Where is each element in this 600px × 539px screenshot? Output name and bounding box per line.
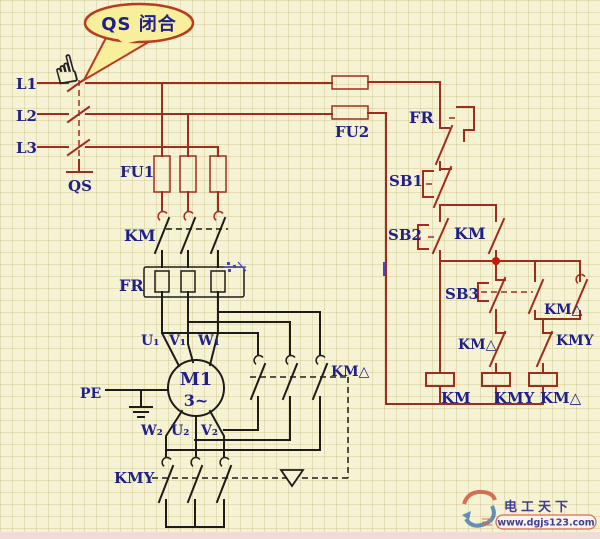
terminal-w1: W₁ — [197, 333, 220, 349]
pe-ground-symbol — [105, 389, 169, 418]
phase-wires — [37, 82, 333, 212]
motor-feed-wires — [161, 291, 321, 368]
motor-name: M1 — [180, 369, 212, 390]
phase-label-l3: L3 — [16, 139, 37, 157]
km-delta-power-label: KM△ — [331, 364, 370, 380]
fu1-fuses — [153, 155, 227, 193]
fr-nc-contact — [434, 106, 475, 171]
kmy-coil — [481, 372, 511, 387]
star-delta-indicator-triangle — [279, 469, 305, 488]
terminal-v1: V₁ — [168, 333, 186, 349]
watermark-site-name: 电工天下 — [504, 499, 572, 515]
watermark-url-pill — [495, 514, 597, 530]
control-feed-wires — [367, 81, 544, 405]
km-delta-seal-label: KM△ — [544, 302, 583, 318]
kmy-interlock-contact — [535, 330, 554, 368]
fu1-label: FU1 — [120, 163, 154, 181]
sb1-stop-button — [422, 165, 453, 209]
hand-pointer-icon: ☝ — [49, 46, 83, 94]
terminal-v2: V₂ — [200, 423, 218, 439]
terminal-u2: U₂ — [171, 423, 189, 439]
motor-phase: 3~ — [184, 391, 209, 410]
km-coil — [425, 372, 455, 387]
motor: M1 3~ — [167, 359, 225, 417]
km-seal-contact — [487, 204, 506, 262]
km-delta-interlock-contact — [488, 330, 507, 368]
power-circuit: M1 3~ — [37, 74, 349, 528]
km-main-terminal-hooks — [157, 210, 224, 221]
fr-control-label: FR — [409, 108, 434, 127]
watermark-logo-icon — [462, 489, 497, 528]
km-delta-coil — [528, 372, 558, 387]
watermark-url: www.dgjs123.com — [497, 518, 594, 529]
km-main-label: KM — [124, 226, 156, 245]
km-delta-interlock-label: KM△ — [458, 337, 497, 353]
kmy-star-contacts — [152, 456, 348, 528]
sb3-transfer-button — [477, 276, 545, 315]
control-branch-wires — [439, 260, 581, 405]
motor-bottom-leads — [165, 409, 225, 458]
control-circuit — [224, 75, 589, 405]
terminal-w2: W₂ — [140, 423, 163, 439]
fu2-fuses — [331, 75, 369, 120]
bottom-border-strip — [0, 532, 600, 539]
speech-bubble: QS 闭合 — [81, 2, 195, 83]
stray-cursor-artifact — [224, 261, 247, 272]
km-delta-seal-contact — [571, 273, 589, 315]
contactor-coils — [425, 372, 558, 387]
labels: L1 L2 L3 QS FU1 KM FR U₁ V₁ W₁ PE W₂ U₂ … — [16, 75, 595, 487]
kmy-coil-label: KMY — [494, 389, 535, 407]
sb2-label: SB2 — [388, 226, 422, 244]
phase-label-l1: L1 — [16, 75, 37, 93]
sb1-label: SB1 — [389, 172, 423, 190]
junction-dot — [492, 257, 500, 265]
km-delta-coil-label: KM△ — [540, 389, 582, 407]
km-seal-label: KM — [454, 224, 486, 243]
km-delta-linkage-dashes — [250, 376, 349, 478]
fu2-label: FU2 — [335, 123, 369, 141]
pe-label: PE — [80, 386, 101, 402]
watermark: 电工天下 www.dgjs123.com — [462, 489, 597, 530]
kmy-power-label: KMY — [114, 469, 155, 487]
km-main-contacts — [153, 216, 228, 268]
km-delta-power-contacts — [165, 354, 349, 478]
terminal-u1: U₁ — [141, 333, 159, 349]
km-coil-label: KM — [441, 389, 471, 407]
bubble-text: QS 闭合 — [101, 13, 177, 35]
sb2-start-button — [417, 204, 450, 262]
phase-label-l2: L2 — [16, 107, 37, 125]
kmy-interlock-label: KMY — [556, 333, 595, 349]
qs-label: QS — [68, 177, 92, 195]
sb3-label: SB3 — [445, 285, 479, 303]
fr-power-label: FR — [119, 276, 144, 295]
